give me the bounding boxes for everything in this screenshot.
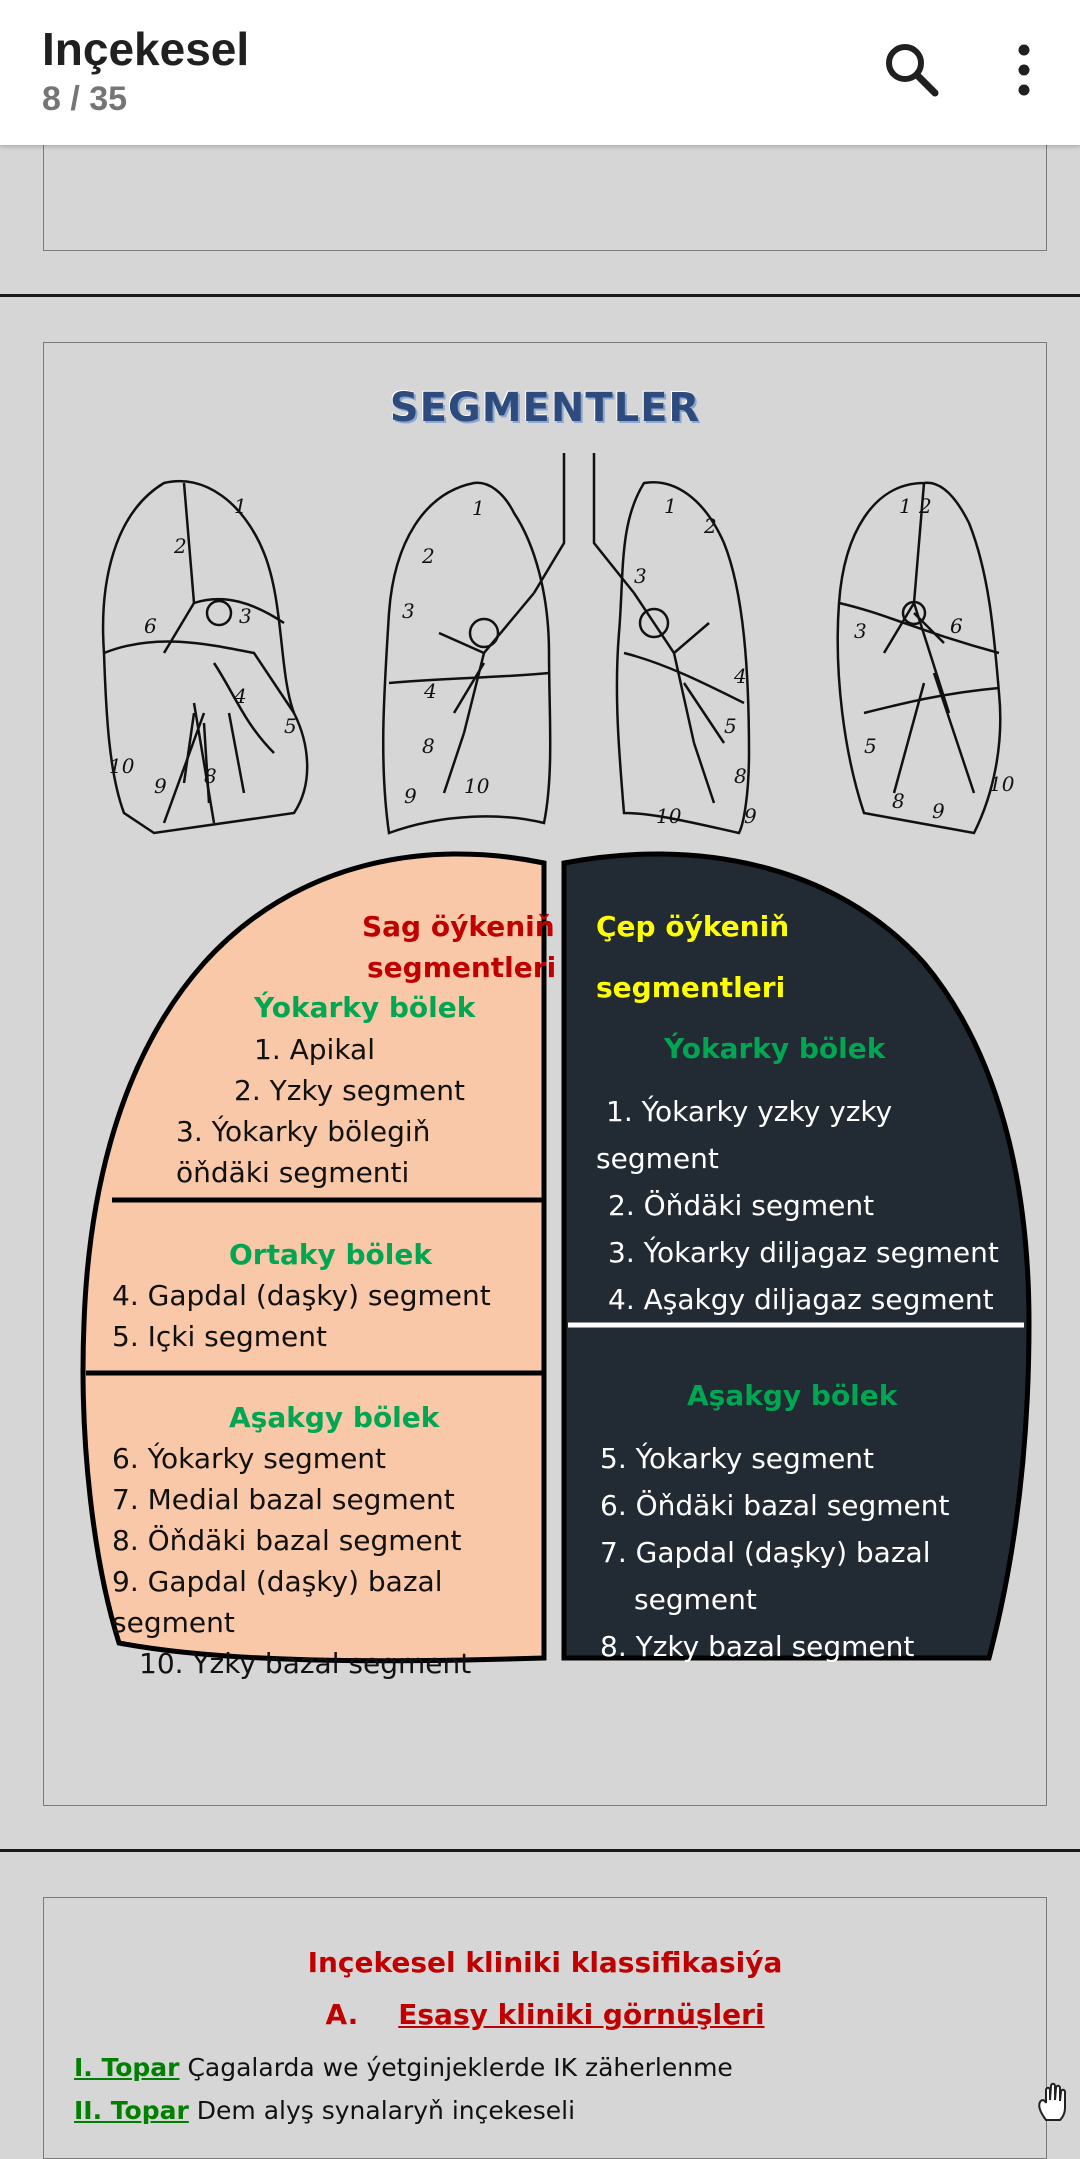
app-bar: Inçekesel 8 / 35 [0,0,1080,145]
segment-number: 4 [733,664,747,688]
lung-segment-drawings: 1 2 3 4 5 6 8 9 10 1 2 3 4 8 9 10 1 2 3 … [101,453,1015,835]
segment-number: 5 [724,714,737,738]
segment-number: 2 [421,544,435,568]
hand-cursor-icon [1038,2082,1066,2121]
slide-page: SEGMENTLER [43,342,1047,1806]
segment-number: 3 [239,604,252,628]
segment-number: 2 [173,534,187,558]
left-segment-item: 8. Yzky bazal segment [600,1630,915,1663]
segment-number: 3 [634,564,647,588]
group-text: Dem alyş synalaryň inçekeseli [188,2096,576,2125]
right-segment-item: 3. Ýokarky bölegiň [176,1115,431,1148]
segment-number: 4 [233,684,247,708]
segment-number: 3 [854,619,867,643]
right-segment-item: segment [112,1606,235,1639]
segment-number: 9 [154,774,167,798]
group-label: II. Topar [74,2096,189,2125]
more-vert-icon[interactable] [1000,40,1048,100]
segment-number: 9 [744,804,757,828]
right-lower-lobe-title: Aşakgy bölek [229,1401,440,1434]
page-counter: 8 / 35 [42,80,128,118]
group-label: I. Topar [74,2053,180,2082]
right-segment-item: öňdäki segmenti [176,1156,410,1189]
segment-number: 2 [703,514,717,538]
segment-number: 6 [144,614,157,638]
next-page: Inçekesel kliniki klassifikasiýa A. Esasy… [43,1897,1047,2159]
left-segment-item: 5. Ýokarky segment [600,1442,875,1475]
left-segment-item: segment [596,1142,719,1175]
left-segment-item: 4. Aşakgy diljagaz segment [608,1283,994,1316]
segment-number: 1 [899,494,912,518]
left-segment-item: 2. Öňdäki segment [608,1189,875,1222]
section-letter: A. [325,1998,359,2031]
segment-number: 3 [402,599,415,623]
left-upper-lobe-title: Ýokarky bölek [664,1032,886,1065]
section-heading: A. Esasy kliniki görnüşleri [44,1998,1046,2031]
page-separator [0,294,1080,297]
segment-number: 10 [656,804,682,828]
list-item: II. Topar Dem alyş synalaryň inçekeseli [74,2096,575,2125]
right-lung-heading: Sag öýkeniň [362,910,555,943]
list-item: I. Topar Çagalarda we ýetginjeklerde IK … [74,2053,733,2082]
segment-number: 1 [664,494,677,518]
lung-panels [80,851,1032,1664]
segment-number: 5 [284,714,297,738]
right-segment-item: 7. Medial bazal segment [112,1483,455,1516]
segment-number: 9 [932,799,945,823]
left-segment-item: 3. Ýokarky diljagaz segment [608,1236,999,1269]
search-icon[interactable] [880,38,942,100]
segment-number: 1 [234,494,247,518]
slide-title: SEGMENTLER [389,385,701,431]
segment-number: 1 [472,496,485,520]
right-segment-item: 9. Gapdal (daşky) bazal [112,1565,443,1598]
segment-number: 10 [109,754,135,778]
page-separator [0,1849,1080,1852]
left-segment-item: segment [634,1583,757,1616]
left-segment-item: 6. Öňdäki bazal segment [600,1489,950,1522]
left-lung-heading: Çep öýkeniň [596,910,790,943]
right-segment-item: 8. Öňdäki bazal segment [112,1524,462,1557]
previous-page [43,140,1047,251]
right-middle-lobe-title: Ortaky bölek [229,1238,432,1271]
segment-number: 9 [404,784,417,808]
section-title: Esasy kliniki görnüşleri [398,1998,765,2031]
segment-number: 8 [734,764,747,788]
segment-number: 8 [204,764,217,788]
right-lung-heading: segmentleri [367,951,557,984]
right-upper-lobe-title: Ýokarky bölek [254,991,476,1024]
right-segment-item: 2. Yzky segment [234,1074,465,1107]
right-segment-item: 10. Yzky bazal segment [139,1647,472,1680]
left-lower-lobe-title: Aşakgy bölek [687,1379,898,1412]
right-segment-item: 4. Gapdal (daşky) segment [112,1279,491,1312]
left-segment-item: 7. Gapdal (daşky) bazal [600,1536,931,1569]
right-segment-item: 6. Ýokarky segment [112,1442,387,1475]
classification-title: Inçekesel kliniki klassifikasiýa [307,1946,783,1979]
segment-number: 4 [423,679,437,703]
document-title: Inçekesel [42,23,250,75]
segment-number: 8 [422,734,435,758]
segment-number: 10 [989,772,1015,796]
segment-number: 6 [950,614,963,638]
segment-number: 5 [864,734,877,758]
group-text: Çagalarda we ýetginjeklerde IK zäherlenm… [179,2053,733,2082]
right-segment-item: 5. Içki segment [112,1320,327,1353]
segment-number: 2 [918,494,932,518]
segment-number: 10 [464,774,490,798]
left-segment-item: 1. Ýokarky yzky yzky [606,1095,893,1128]
right-segment-item: 1. Apikal [254,1033,375,1066]
segment-number: 8 [892,789,905,813]
left-lung-heading: segmentleri [596,971,786,1004]
